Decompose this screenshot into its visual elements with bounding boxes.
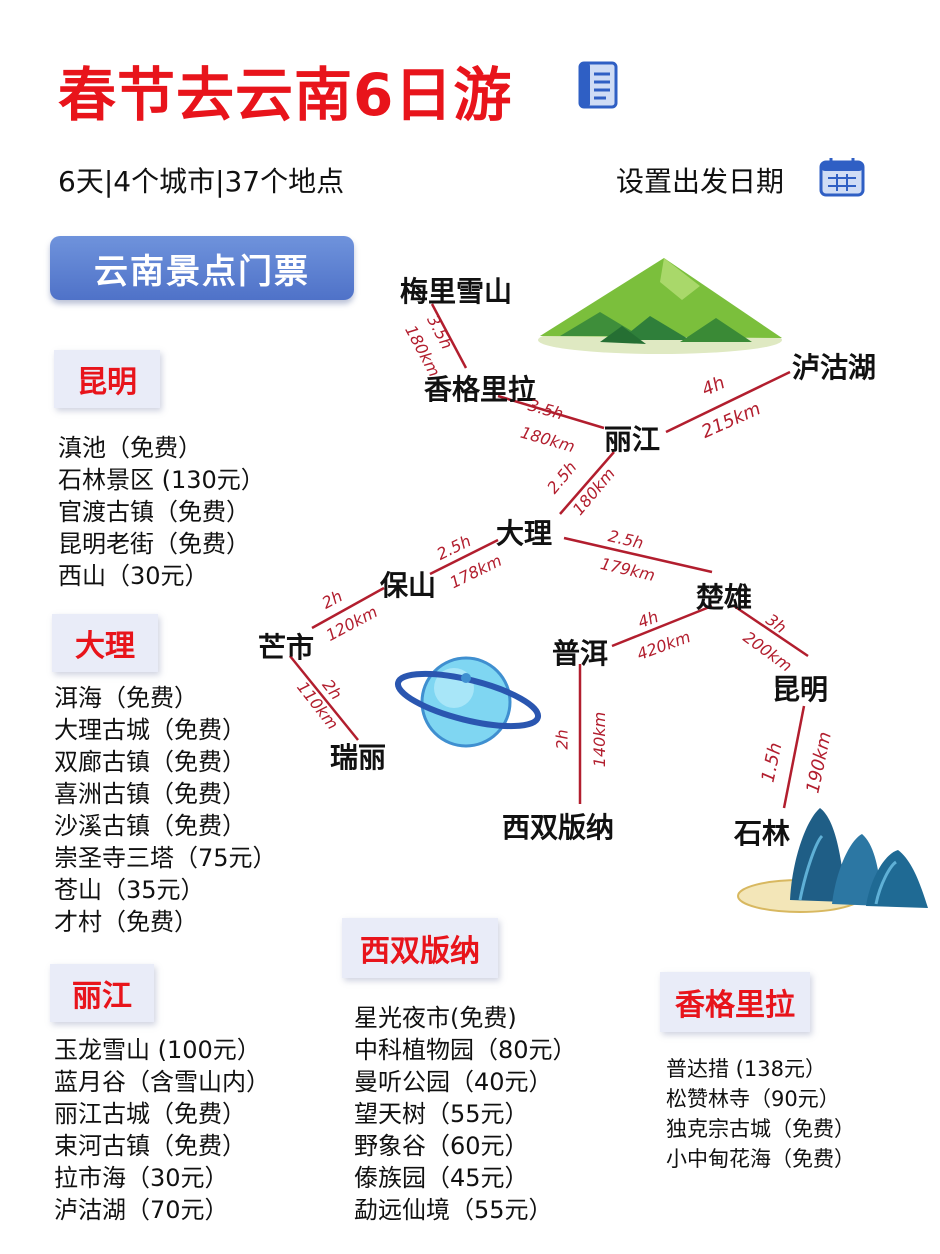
- list-item: 拉市海（30元）: [54, 1164, 229, 1192]
- page-title: 春节去云南6日游: [58, 61, 513, 129]
- list-item: 野象谷（60元）: [354, 1132, 529, 1160]
- list-item: 普达措 (138元）: [666, 1057, 826, 1081]
- route-kunming-shilin: [782, 705, 806, 809]
- trip-summary: 6天|4个城市|37个地点: [58, 165, 345, 198]
- rock-forest-illustration: [737, 808, 928, 913]
- edge-time: 2h: [552, 729, 572, 750]
- route-dali-chuxiong: [563, 536, 713, 574]
- node-baoshan: 保山: [380, 569, 437, 602]
- list-item: 蓝月谷（含雪山内）: [54, 1068, 270, 1096]
- route-chuxiong-kunming: [733, 604, 809, 658]
- list-item: 星光夜市(免费): [354, 1004, 517, 1032]
- list-item: 曼听公园（40元）: [354, 1068, 553, 1096]
- list-item: 松赞林寺（90元）: [666, 1087, 840, 1111]
- route-shangrila-lijiang: [497, 394, 605, 430]
- edge-dist: 140km: [590, 711, 610, 768]
- node-chuxiong: 楚雄: [696, 581, 753, 614]
- list-item: 丽江古城（免费）: [54, 1100, 246, 1128]
- set-date-button[interactable]: 设置出发日期: [616, 165, 785, 198]
- section-label-lijiang: 丽江: [50, 964, 154, 1022]
- kunming-list: 滇池（免费） 石林景区 (130元） 官渡古镇（免费） 昆明老街（免费） 西山（…: [58, 432, 265, 592]
- list-item: 玉龙雪山 (100元）: [54, 1036, 261, 1064]
- document-icon[interactable]: [576, 60, 624, 110]
- list-item: 西山（30元）: [58, 562, 209, 590]
- node-kunming: 昆明: [772, 673, 829, 706]
- node-lugu: 泸沽湖: [792, 351, 877, 384]
- list-item: 双廊古镇（免费）: [54, 748, 246, 776]
- mountain-illustration: [538, 258, 782, 354]
- shangrila-list: 普达措 (138元） 松赞林寺（90元） 独克宗古城（免费） 小中甸花海（免费）: [666, 1054, 855, 1174]
- lijiang-list: 玉龙雪山 (100元） 蓝月谷（含雪山内） 丽江古城（免费） 束河古镇（免费） …: [54, 1034, 270, 1226]
- tickets-banner[interactable]: 云南景点门票: [50, 236, 354, 300]
- list-item: 崇圣寺三塔（75元）: [54, 844, 277, 872]
- dali-list: 洱海（免费） 大理古城（免费） 双廊古镇（免费） 喜洲古镇（免费） 沙溪古镇（免…: [54, 682, 277, 938]
- node-puer: 普洱: [552, 637, 609, 670]
- list-item: 勐远仙境（55元）: [354, 1196, 553, 1224]
- section-label-shangrila: 香格里拉: [660, 972, 810, 1032]
- list-item: 官渡古镇（免费）: [58, 498, 250, 526]
- list-item: 中科植物园（80元）: [354, 1036, 577, 1064]
- node-mangshi: 芒市: [258, 631, 315, 664]
- list-item: 才村（免费）: [54, 908, 198, 936]
- list-item: 沙溪古镇（免费）: [54, 812, 246, 840]
- list-item: 傣族园（45元）: [354, 1164, 529, 1192]
- list-item: 望天树（55元）: [354, 1100, 529, 1128]
- node-shilin: 石林: [734, 817, 791, 850]
- node-lijiang: 丽江: [604, 423, 661, 456]
- route-mangshi-ruili: [289, 655, 359, 741]
- section-label-dali: 大理: [52, 614, 158, 672]
- list-item: 大理古城（免费）: [54, 716, 246, 744]
- list-item: 束河古镇（免费）: [54, 1132, 246, 1160]
- list-item: 苍山（35元）: [54, 876, 205, 904]
- section-label-kunming: 昆明: [54, 350, 160, 408]
- list-item: 喜洲古镇（免费）: [54, 780, 246, 808]
- planet-illustration: [394, 656, 542, 748]
- list-item: 泸沽湖（70元）: [54, 1196, 229, 1224]
- list-item: 昆明老街（免费）: [58, 530, 250, 558]
- list-item: 小中甸花海（免费）: [666, 1147, 855, 1171]
- list-item: 独克宗古城（免费）: [666, 1117, 855, 1141]
- route-lijiang-lugu: [665, 370, 791, 434]
- calendar-icon[interactable]: [818, 156, 866, 198]
- route-baoshan-mangshi: [311, 586, 385, 630]
- list-item: 石林景区 (130元）: [58, 466, 265, 494]
- node-dali: 大理: [496, 517, 553, 550]
- node-xishuangbanna: 西双版纳: [502, 811, 615, 844]
- node-shangrila: 香格里拉: [424, 373, 537, 406]
- route-dali-baoshan: [429, 538, 499, 576]
- route-meili-shangrila: [430, 303, 468, 369]
- node-meili: 梅里雪山: [400, 275, 513, 308]
- node-ruili: 瑞丽: [330, 741, 387, 774]
- route-chuxiong-puer: [611, 604, 713, 648]
- list-item: 滇池（免费）: [58, 434, 202, 462]
- section-label-xishuangbanna: 西双版纳: [342, 918, 498, 978]
- xishuangbanna-list: 星光夜市(免费) 中科植物园（80元） 曼听公园（40元） 望天树（55元） 野…: [354, 1002, 577, 1226]
- list-item: 洱海（免费）: [54, 684, 198, 712]
- route-lijiang-dali: [559, 451, 615, 515]
